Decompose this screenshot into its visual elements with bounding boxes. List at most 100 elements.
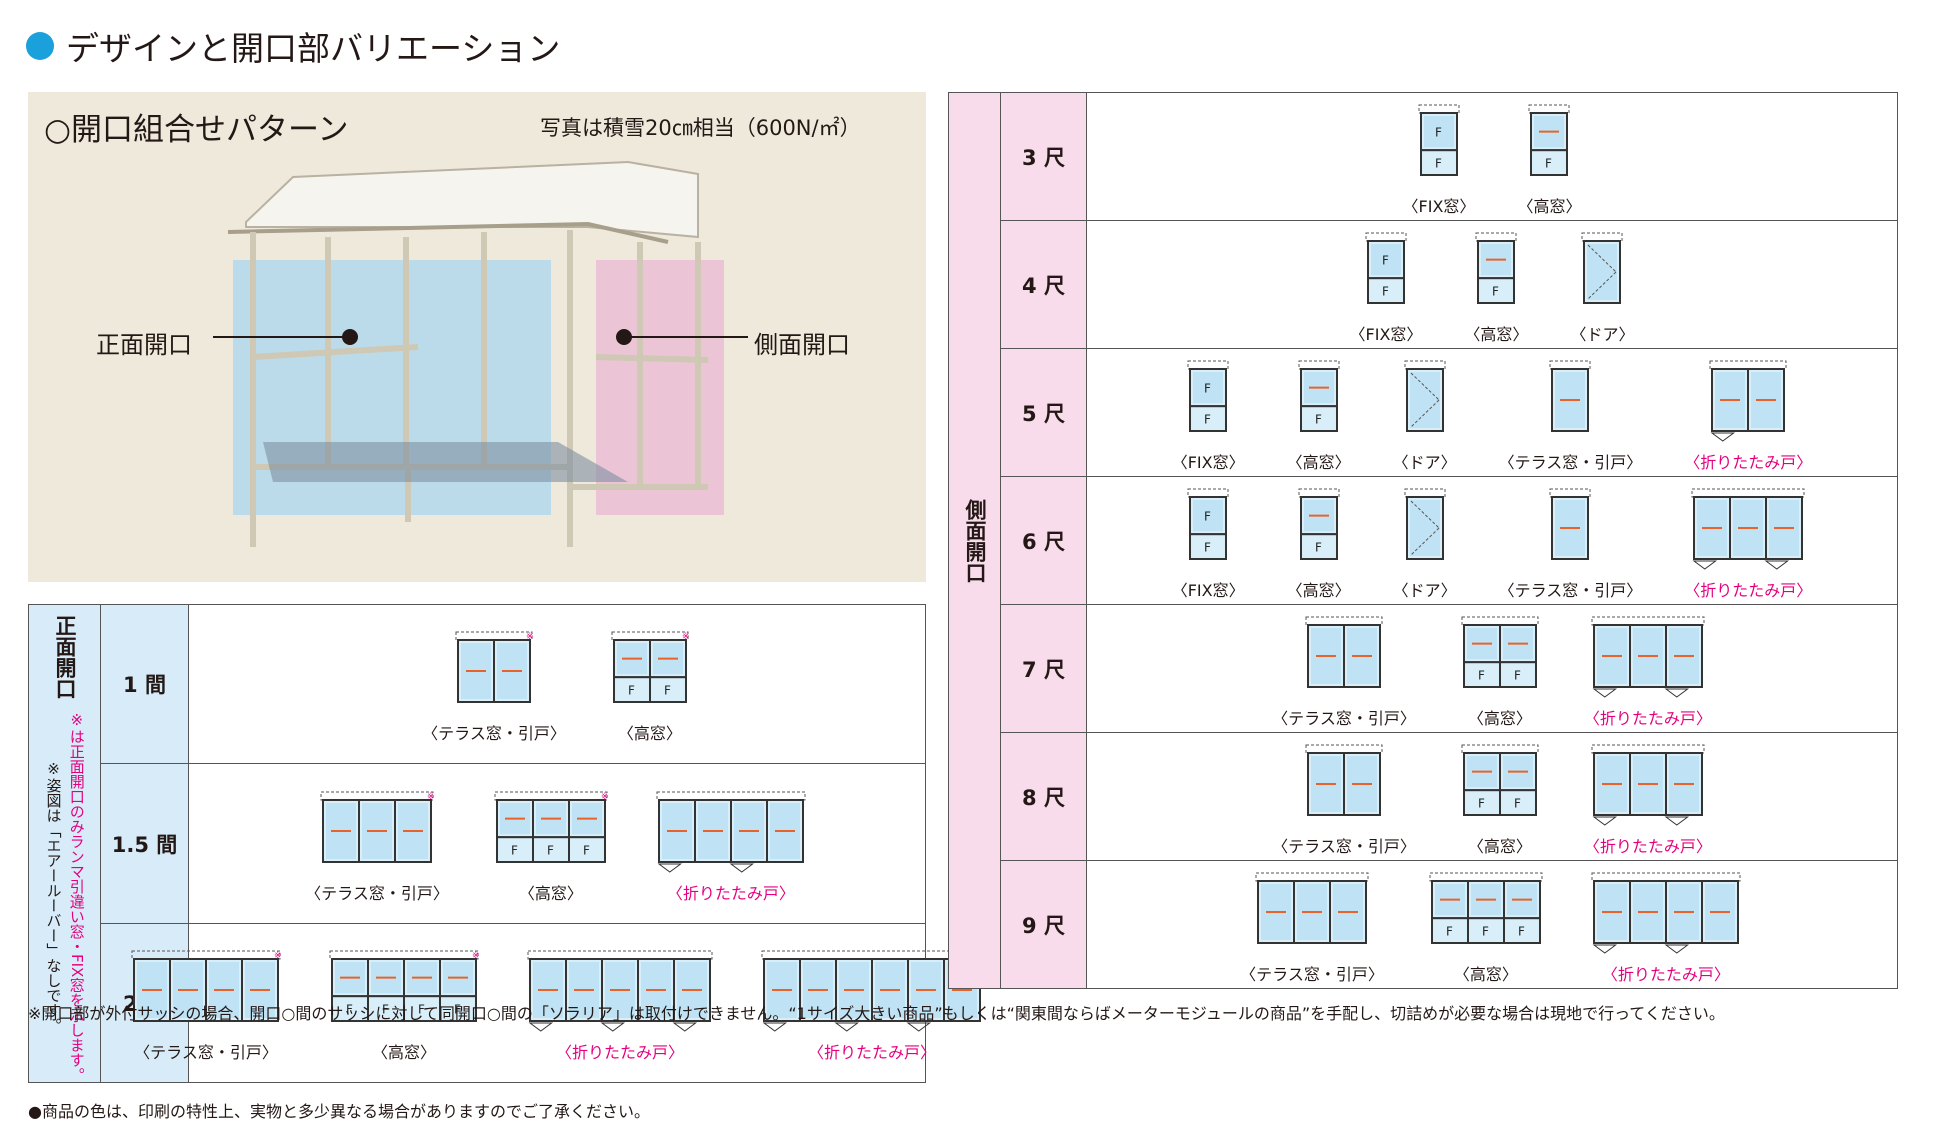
variant-caption: 〈折りたたみ戸〉 <box>1601 964 1730 984</box>
svg-text:※: ※ <box>682 632 690 642</box>
fold-window-icon <box>527 950 713 1032</box>
variant-caption: 〈テラス窓・引戸〉 <box>1498 580 1643 600</box>
terrace-window-icon <box>1305 744 1383 816</box>
front-category-label: 正面開口 <box>53 615 77 699</box>
variant-caption: 〈高窓〉 <box>1286 452 1351 472</box>
variant-caption: 〈テラス窓・引戸〉 <box>1498 452 1643 472</box>
variant-caption: 〈折りたたみ戸〉 <box>807 1043 936 1063</box>
variant-caption: 〈折りたたみ戸〉 <box>1684 580 1813 600</box>
svg-text:F: F <box>1478 668 1485 682</box>
opening-variant: 〈ドア〉 <box>1393 487 1457 601</box>
svg-text:F: F <box>1204 381 1211 395</box>
opening-variant: 〈折りたたみ戸〉 <box>1684 359 1812 473</box>
variant-caption: 〈FIX窓〉 <box>1402 196 1476 216</box>
opening-variant: ※ 〈テラス窓・引戸〉 <box>128 949 284 1063</box>
opening-variant: F 〈高窓〉 <box>1287 359 1351 473</box>
fix-window-icon: FF <box>1187 360 1229 432</box>
door-window-icon <box>1404 360 1446 432</box>
section-title: デザインと開口部バリエーション <box>26 22 560 70</box>
svg-text:F: F <box>1478 796 1485 810</box>
variant-caption: 〈折りたたみ戸〉 <box>1583 836 1712 856</box>
variant-caption: 〈テラス窓・引戸〉 <box>422 724 566 744</box>
variant-caption: 〈FIX窓〉 <box>1171 452 1245 472</box>
terrace-window-icon: ※ <box>455 631 534 704</box>
terrace-window-icon: ※ <box>320 791 435 863</box>
svg-text:F: F <box>1446 924 1453 938</box>
variant-caption: 〈テラス窓・引戸〉 <box>134 1043 278 1063</box>
side-category-label: 側面開口 <box>963 498 987 583</box>
svg-text:※: ※ <box>526 632 534 642</box>
terrace-window-icon <box>1305 616 1383 688</box>
opening-variant: 〈テラス窓・引戸〉 <box>1498 487 1643 601</box>
opening-variant: 〈テラス窓・引戸〉 <box>1498 359 1643 473</box>
opening-variant: 〈折りたたみ戸〉 <box>524 949 716 1063</box>
terrace-window-icon: ※ <box>131 950 282 1023</box>
variant-caption: 〈ドア〉 <box>1392 580 1457 600</box>
svg-text:F: F <box>1315 540 1322 554</box>
svg-text:※: ※ <box>601 792 609 802</box>
svg-text:※: ※ <box>472 951 480 961</box>
variant-caption: 〈FIX窓〉 <box>1349 324 1423 344</box>
front-note-pink: ※は正面開口のみランマ引違い窓・FIX窓を示します。 <box>67 711 86 1083</box>
variant-caption: 〈高窓〉 <box>1467 708 1532 728</box>
svg-text:F: F <box>1204 412 1211 426</box>
svg-text:F: F <box>1204 540 1211 554</box>
opening-variant: 〈折りたたみ戸〉 <box>653 790 809 904</box>
installation-footnote: ※開口部が外付サッシの場合、開口○間のサッシに対して同開口○間の「ソラリア」は取… <box>28 1004 1725 1023</box>
terrace-window-icon <box>1255 872 1369 944</box>
door-window-icon <box>1581 232 1623 304</box>
variant-caption: 〈テラス窓・引戸〉 <box>1272 836 1416 856</box>
high-window-icon: F <box>1298 360 1340 432</box>
fold-window-icon <box>1709 360 1787 442</box>
color-disclaimer: ●商品の色は、印刷の特性上、実物と多少異なる場合がありますのでご了承ください。 <box>28 1102 650 1121</box>
svg-text:F: F <box>583 843 590 857</box>
front-note-black: ※姿図は「エアールーバー」なしです。 <box>44 760 63 1034</box>
opening-variant: 〈折りたたみ戸〉 <box>1684 487 1812 601</box>
svg-text:F: F <box>1514 796 1521 810</box>
fold-window-icon <box>1691 488 1805 570</box>
pattern-heading: ○開口組合せパターン <box>44 112 349 148</box>
front-size-2: 1.5 間 <box>100 763 189 924</box>
fold-window-icon <box>761 950 983 1032</box>
svg-text:F: F <box>511 843 518 857</box>
svg-text:F: F <box>628 684 635 698</box>
high-window-icon: F <box>1528 104 1570 176</box>
front-size-1: 1 間 <box>100 603 189 765</box>
svg-text:F: F <box>547 843 554 857</box>
high-window-icon: F <box>1475 232 1517 304</box>
svg-text:F: F <box>1382 284 1389 298</box>
variant-caption: 〈高窓〉 <box>1517 196 1582 216</box>
high-window-icon: F <box>1298 488 1340 560</box>
variant-caption: 〈折りたたみ戸〉 <box>1583 708 1712 728</box>
front-opening-table: 正面開口 ※は正面開口のみランマ引違い窓・FIX窓を示します。 ※姿図は「エアー… <box>28 603 983 1084</box>
variant-caption: 〈折りたたみ戸〉 <box>1684 452 1813 472</box>
svg-text:F: F <box>1204 509 1211 523</box>
side-category-cell: 側面開口 <box>948 92 1001 989</box>
side-size-8: 8 尺 <box>1000 732 1087 861</box>
variant-caption: 〈テラス窓・引戸〉 <box>1272 708 1416 728</box>
high-window-icon: ※ F F F <box>494 791 609 863</box>
svg-text:F: F <box>1435 125 1442 139</box>
side-size-7: 7 尺 <box>1000 604 1087 733</box>
svg-text:※: ※ <box>427 792 435 802</box>
fold-window-icon <box>656 791 806 873</box>
svg-text:F: F <box>1545 156 1552 170</box>
fix-window-icon: FF <box>1187 488 1229 560</box>
variant-caption: 〈高窓〉 <box>371 1043 436 1063</box>
snow-load-note: 写真は積雪20㎝相当（600N/㎡） <box>540 116 861 140</box>
opening-variant: 〈ドア〉 <box>1570 231 1634 345</box>
